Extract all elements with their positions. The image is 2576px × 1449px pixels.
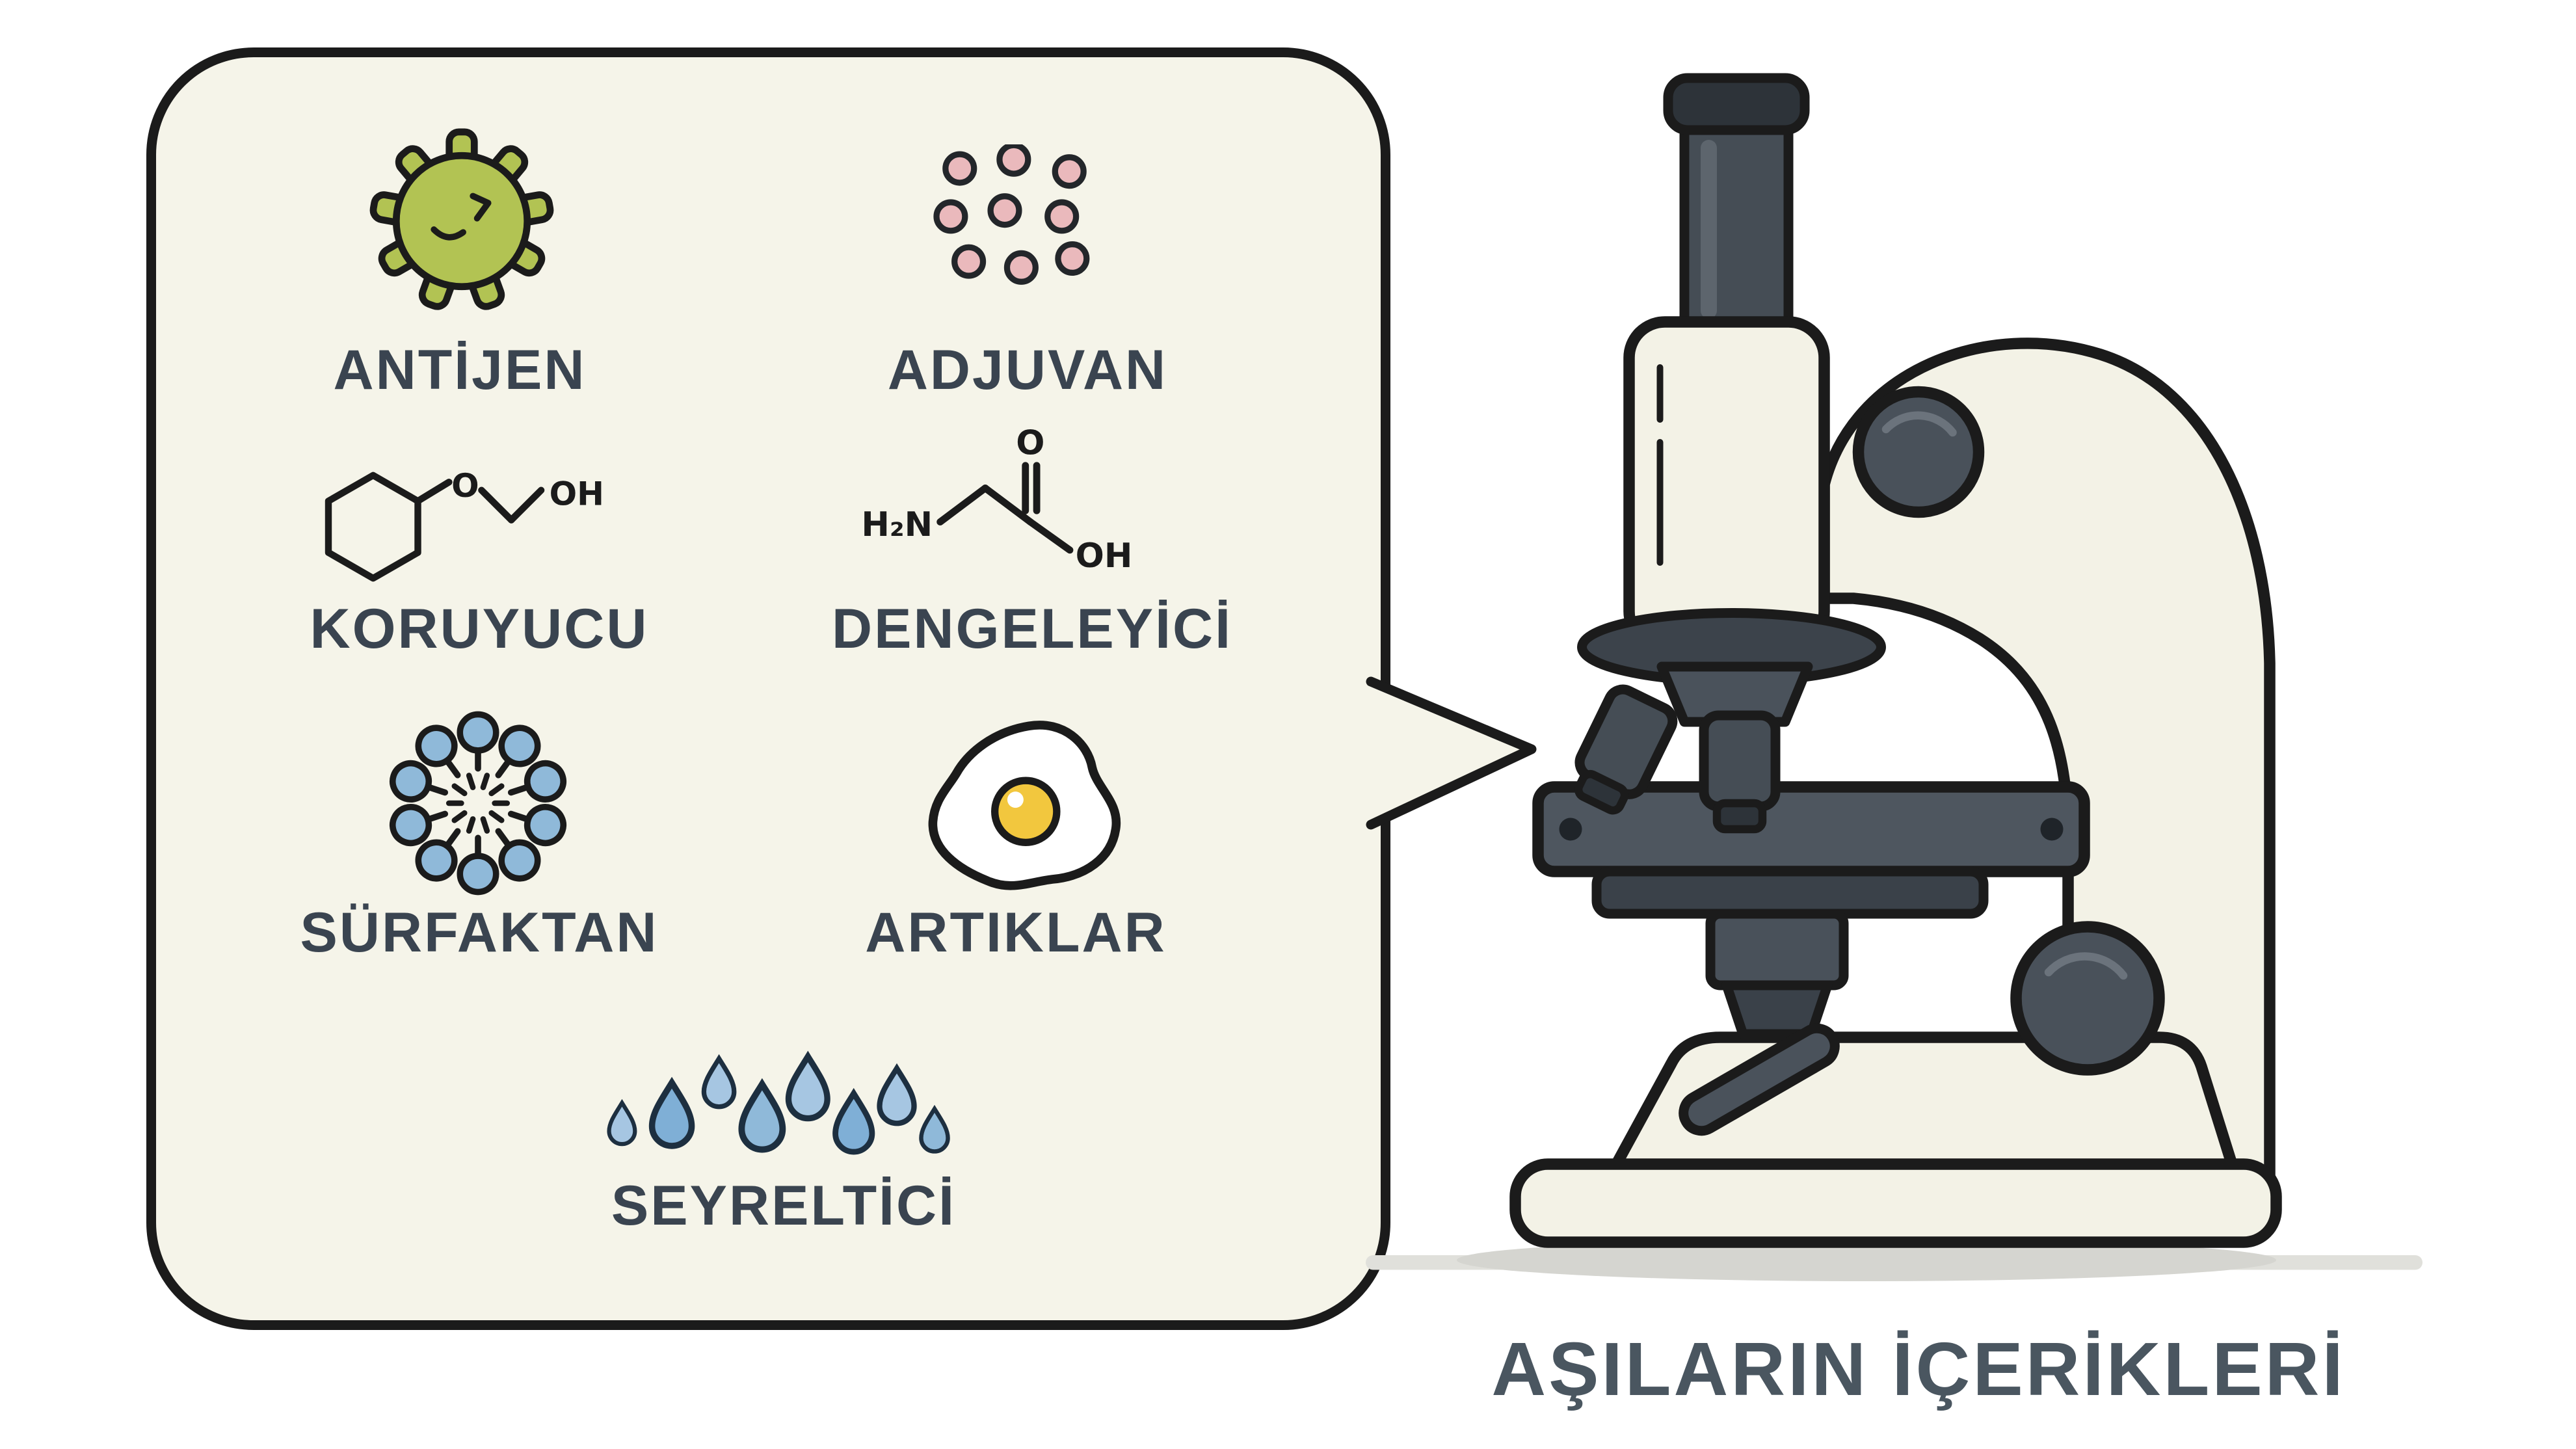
speech-bubble-tail [1366, 676, 1537, 830]
label-antijen: ANTİJEN [333, 339, 587, 401]
microscope-base-foot [1509, 1158, 2282, 1248]
microscope-body-tube [1623, 316, 1830, 653]
label-koruyucu: KORUYUCU [310, 598, 649, 660]
label-surfaktan: SÜRFAKTAN [300, 901, 659, 964]
phenoxyethanol-structure-icon: O OH [325, 467, 604, 582]
microscope-objective-vertical [1699, 710, 1781, 834]
microscope-condenser [1705, 909, 1849, 990]
microscope-fine-focus-knob [2010, 921, 2165, 1076]
label-adjuvan: ADJUVAN [887, 339, 1168, 401]
fried-egg-icon [928, 721, 1121, 890]
microscope-objective-angled [1574, 684, 1678, 815]
chem-o-label: O [451, 467, 479, 505]
microscope-focus-knob [1852, 386, 1985, 518]
microscope-mirror [1679, 1023, 1840, 1136]
label-seyreltici: SEYRELTİCİ [611, 1175, 957, 1237]
microscope-illustration [1366, 73, 2423, 1281]
microscope-nosepiece [1574, 608, 1886, 834]
egg-yolk [991, 777, 1061, 847]
chem-o-label: O [1016, 426, 1044, 463]
label-dengeleyici: DENGELEYİCİ [832, 598, 1232, 660]
infographic-title: AŞILARIN İÇERİKLERİ [1491, 1327, 2346, 1411]
virus-icon [369, 128, 554, 310]
microscope-shadow [1366, 1239, 2423, 1281]
chem-oh-label: OH [1076, 537, 1133, 576]
microscope-eyepiece [1663, 73, 1810, 350]
surfactant-burst-icon [374, 699, 582, 907]
microscope-stage [1532, 781, 2090, 1136]
glycine-structure-icon: H₂N O OH [861, 426, 1133, 576]
adjuvant-particles-icon [933, 144, 1090, 285]
water-drops-icon [595, 1002, 972, 1190]
chem-oh-label: OH [550, 475, 604, 513]
label-artiklar: ARTIKLAR [865, 901, 1167, 964]
chem-h2n-label: H₂N [861, 505, 933, 544]
